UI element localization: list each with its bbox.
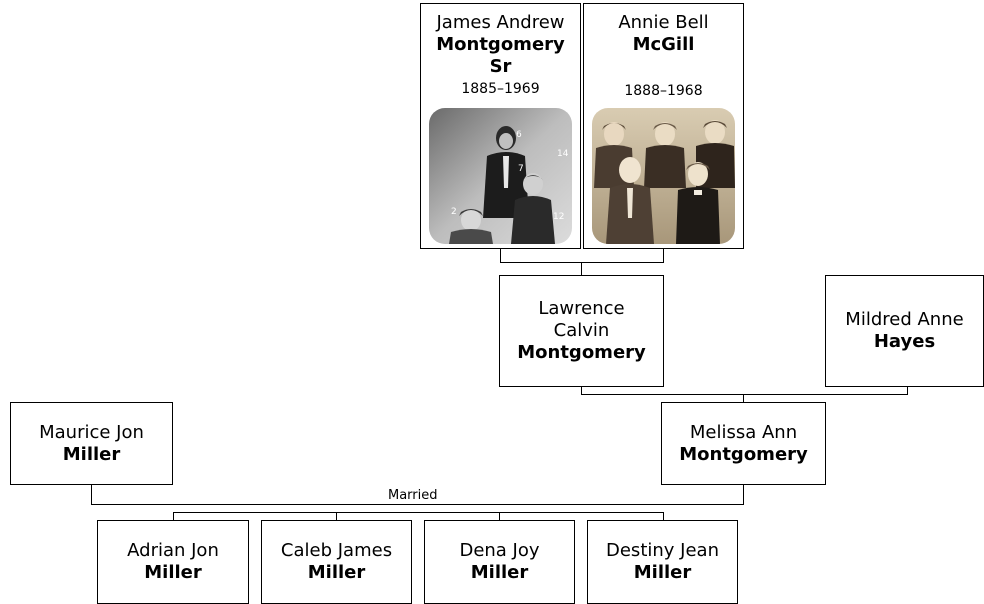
surname: Miller bbox=[470, 562, 529, 583]
person-card-lawrence-calvin-montgomery[interactable]: Lawrence Calvin Montgomery bbox=[499, 275, 664, 387]
name-suffix: Sr bbox=[489, 56, 512, 77]
connector bbox=[743, 484, 744, 504]
connector bbox=[581, 386, 582, 395]
connector bbox=[907, 386, 908, 395]
life-dates: 1888–1968 bbox=[624, 83, 703, 99]
person-card-james-andrew-montgomery-sr[interactable]: James Andrew Montgomery Sr 1885–1969 bbox=[420, 3, 581, 249]
person-card-adrian-jon-miller[interactable]: Adrian Jon Miller bbox=[97, 520, 249, 604]
photo-label-14: 14 bbox=[557, 149, 569, 159]
given-name: Dena Joy bbox=[459, 540, 540, 561]
surname: Miller bbox=[633, 562, 692, 583]
connector bbox=[663, 248, 664, 262]
given-name: Annie Bell bbox=[618, 12, 709, 33]
connector bbox=[91, 504, 744, 505]
person-card-destiny-jean-miller[interactable]: Destiny Jean Miller bbox=[587, 520, 738, 604]
given-name: Destiny Jean bbox=[606, 540, 719, 561]
connector bbox=[500, 262, 664, 263]
family-photo-image: 6 7 14 2 12 bbox=[429, 108, 572, 244]
given-name: James Andrew bbox=[436, 12, 565, 33]
given-name: Adrian Jon bbox=[127, 540, 219, 561]
connector bbox=[91, 484, 92, 504]
surname: McGill bbox=[632, 34, 695, 55]
photo-label-2: 2 bbox=[451, 207, 457, 217]
life-dates: 1885–1969 bbox=[461, 81, 540, 97]
surname: Miller bbox=[307, 562, 366, 583]
photo-label-12: 12 bbox=[553, 212, 564, 222]
surname: Hayes bbox=[873, 331, 936, 352]
connector bbox=[743, 394, 744, 403]
photo-label-6: 6 bbox=[516, 130, 522, 140]
connector bbox=[499, 512, 500, 521]
given-name-line2: Calvin bbox=[553, 320, 610, 341]
connector bbox=[663, 512, 664, 521]
given-name: Mildred Anne bbox=[845, 309, 964, 330]
connector bbox=[173, 512, 664, 513]
connector bbox=[581, 394, 908, 395]
given-name: Maurice Jon bbox=[39, 421, 144, 443]
married-label: Married bbox=[386, 488, 440, 503]
photo-label-7: 7 bbox=[518, 164, 524, 174]
given-name: Caleb James bbox=[280, 540, 393, 561]
connector bbox=[581, 262, 582, 276]
family-photo-image bbox=[592, 108, 735, 244]
surname: Montgomery bbox=[517, 342, 646, 363]
given-name-line1: Lawrence bbox=[538, 298, 625, 319]
person-card-annie-bell-mcgill[interactable]: Annie Bell McGill 1888–1968 bbox=[583, 3, 744, 249]
surname: Miller bbox=[144, 562, 202, 583]
person-card-maurice-jon-miller[interactable]: Maurice Jon Miller bbox=[10, 402, 173, 485]
given-name: Melissa Ann bbox=[689, 421, 798, 443]
person-card-caleb-james-miller[interactable]: Caleb James Miller bbox=[261, 520, 412, 604]
connector bbox=[173, 512, 174, 521]
surname: Montgomery bbox=[679, 443, 808, 465]
person-card-mildred-anne-hayes[interactable]: Mildred Anne Hayes bbox=[825, 275, 984, 387]
person-card-dena-joy-miller[interactable]: Dena Joy Miller bbox=[424, 520, 575, 604]
surname: Miller bbox=[62, 443, 121, 465]
connector bbox=[500, 248, 501, 262]
connector bbox=[336, 512, 337, 521]
person-card-melissa-ann-montgomery[interactable]: Melissa Ann Montgomery bbox=[661, 402, 826, 485]
family-photo-sepia[interactable] bbox=[592, 108, 735, 244]
family-photo-bw[interactable]: 6 7 14 2 12 bbox=[429, 108, 572, 244]
surname: Montgomery bbox=[436, 34, 565, 55]
